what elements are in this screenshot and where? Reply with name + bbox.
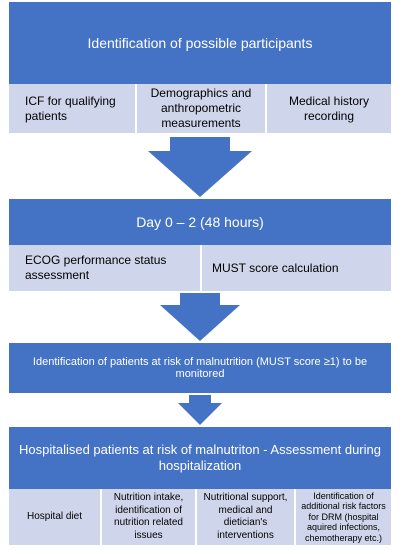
stage2-box-ecog: ECOG performance status assessment [9, 245, 200, 291]
stage2-header: Day 0 – 2 (48 hours) [9, 199, 391, 245]
down-arrow-icon [160, 293, 240, 341]
stage2-box-ecog-text: ECOG performance status assessment [25, 253, 167, 282]
stage4-header-text: Hospitalised patients at risk of malnutr… [18, 441, 381, 473]
stage4-box-risk-factors: Identification of additional risk factor… [296, 489, 391, 545]
stage2-box-must-text: MUST score calculation [212, 260, 339, 275]
stage4-box-nutritional-support-text: Nutritional support, medical and dietici… [203, 492, 288, 541]
stage2-header-text: Day 0 – 2 (48 hours) [136, 214, 264, 230]
stage1-box-demographics-text: Demographics and anthropometric measurem… [150, 86, 252, 130]
stage4-box-nutrition-intake: Nutrition intake, identification of nutr… [102, 489, 195, 545]
stage1-box-medical-history: Medical history recording [267, 84, 391, 133]
stage1-header-text: Identification of possible participants [87, 35, 313, 51]
stage4-box-risk-factors-text: Identification of additional risk factor… [301, 491, 386, 543]
stage3-header-text: Identification of patients at risk of ma… [32, 356, 368, 380]
stage4-box-hospital-diet: Hospital diet [9, 489, 100, 545]
stage3-header: Identification of patients at risk of ma… [9, 343, 391, 393]
stage4-box-nutrition-intake-text: Nutrition intake, identification of nutr… [113, 492, 184, 541]
stage1-box-icf: ICF for qualifying patients [9, 84, 135, 133]
stage4-header: Hospitalised patients at risk of malnutr… [9, 427, 391, 489]
down-arrow-icon [178, 395, 222, 425]
stage1-box-medical-history-text: Medical history recording [288, 93, 370, 123]
stage4-box-hospital-diet-text: Hospital diet [26, 510, 83, 522]
stage1-header: Identification of possible participants [9, 2, 391, 84]
down-arrow-icon [148, 137, 252, 197]
stage2-box-must: MUST score calculation [202, 245, 391, 291]
stage4-box-nutritional-support: Nutritional support, medical and dietici… [197, 489, 294, 545]
stage1-box-demographics: Demographics and anthropometric measurem… [137, 84, 265, 133]
stage1-box-icf-text: ICF for qualifying patients [25, 93, 116, 123]
